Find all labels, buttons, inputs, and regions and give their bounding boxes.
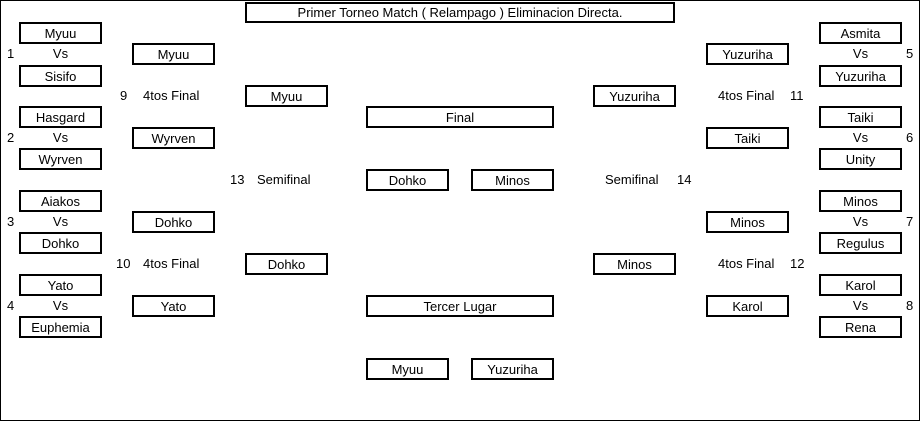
match-number-14: 14	[677, 172, 692, 187]
player-box-yuzuriha: Yuzuriha	[819, 65, 902, 87]
winner-box-match-8: Karol	[706, 295, 789, 317]
winner-box-match-5: Yuzuriha	[706, 43, 789, 65]
third-place-right-box: Yuzuriha	[471, 358, 554, 380]
vs-label: Vs	[852, 298, 869, 313]
vs-label: Vs	[52, 214, 69, 229]
round-label-semifinal: Semifinal	[605, 172, 659, 187]
winner-box-match-4: Yato	[132, 295, 215, 317]
winner-box-match-9: Myuu	[245, 85, 328, 107]
match-number-3: 3	[7, 214, 15, 229]
winner-box-match-10: Dohko	[245, 253, 328, 275]
final-label-box: Final	[366, 106, 554, 128]
match-number-4: 4	[7, 298, 15, 313]
finalist-right-box: Minos	[471, 169, 554, 191]
player-box-wyrven: Wyrven	[19, 148, 102, 170]
player-box-unity: Unity	[819, 148, 902, 170]
winner-box-match-11: Yuzuriha	[593, 85, 676, 107]
match-number-8: 8	[906, 298, 914, 313]
round-label-quarterfinal: 4tos Final	[718, 256, 775, 271]
winner-box-match-1: Myuu	[132, 43, 215, 65]
winner-box-match-2: Wyrven	[132, 127, 215, 149]
player-box-sisifo: Sisifo	[19, 65, 102, 87]
match-number-1: 1	[7, 46, 15, 61]
winner-box-match-6: Taiki	[706, 127, 789, 149]
player-box-yato: Yato	[19, 274, 102, 296]
third-place-left-box: Myuu	[366, 358, 449, 380]
player-box-asmita: Asmita	[819, 22, 902, 44]
player-box-rena: Rena	[819, 316, 902, 338]
vs-label: Vs	[52, 298, 69, 313]
player-box-taiki: Taiki	[819, 106, 902, 128]
match-number-6: 6	[906, 130, 914, 145]
match-number-7: 7	[906, 214, 914, 229]
match-number-10: 10	[116, 256, 131, 271]
player-box-karol: Karol	[819, 274, 902, 296]
player-box-aiakos: Aiakos	[19, 190, 102, 212]
player-box-myuu: Myuu	[19, 22, 102, 44]
match-number-9: 9	[120, 88, 128, 103]
vs-label: Vs	[52, 46, 69, 61]
vs-label: Vs	[852, 214, 869, 229]
winner-box-match-3: Dohko	[132, 211, 215, 233]
third-place-label-box: Tercer Lugar	[366, 295, 554, 317]
match-number-2: 2	[7, 130, 15, 145]
vs-label: Vs	[852, 46, 869, 61]
winner-box-match-12: Minos	[593, 253, 676, 275]
match-number-5: 5	[906, 46, 914, 61]
player-box-regulus: Regulus	[819, 232, 902, 254]
player-box-dohko: Dohko	[19, 232, 102, 254]
round-label-semifinal: Semifinal	[257, 172, 311, 187]
match-number-13: 13	[230, 172, 245, 187]
winner-box-match-7: Minos	[706, 211, 789, 233]
round-label-quarterfinal: 4tos Final	[143, 256, 200, 271]
vs-label: Vs	[852, 130, 869, 145]
player-box-minos: Minos	[819, 190, 902, 212]
player-box-hasgard: Hasgard	[19, 106, 102, 128]
player-box-euphemia: Euphemia	[19, 316, 102, 338]
round-label-quarterfinal: 4tos Final	[143, 88, 200, 103]
match-number-11: 11	[790, 88, 804, 103]
tournament-title: Primer Torneo Match ( Relampago ) Elimin…	[245, 2, 675, 23]
vs-label: Vs	[52, 130, 69, 145]
match-number-12: 12	[790, 256, 805, 271]
finalist-left-box: Dohko	[366, 169, 449, 191]
round-label-quarterfinal: 4tos Final	[718, 88, 775, 103]
